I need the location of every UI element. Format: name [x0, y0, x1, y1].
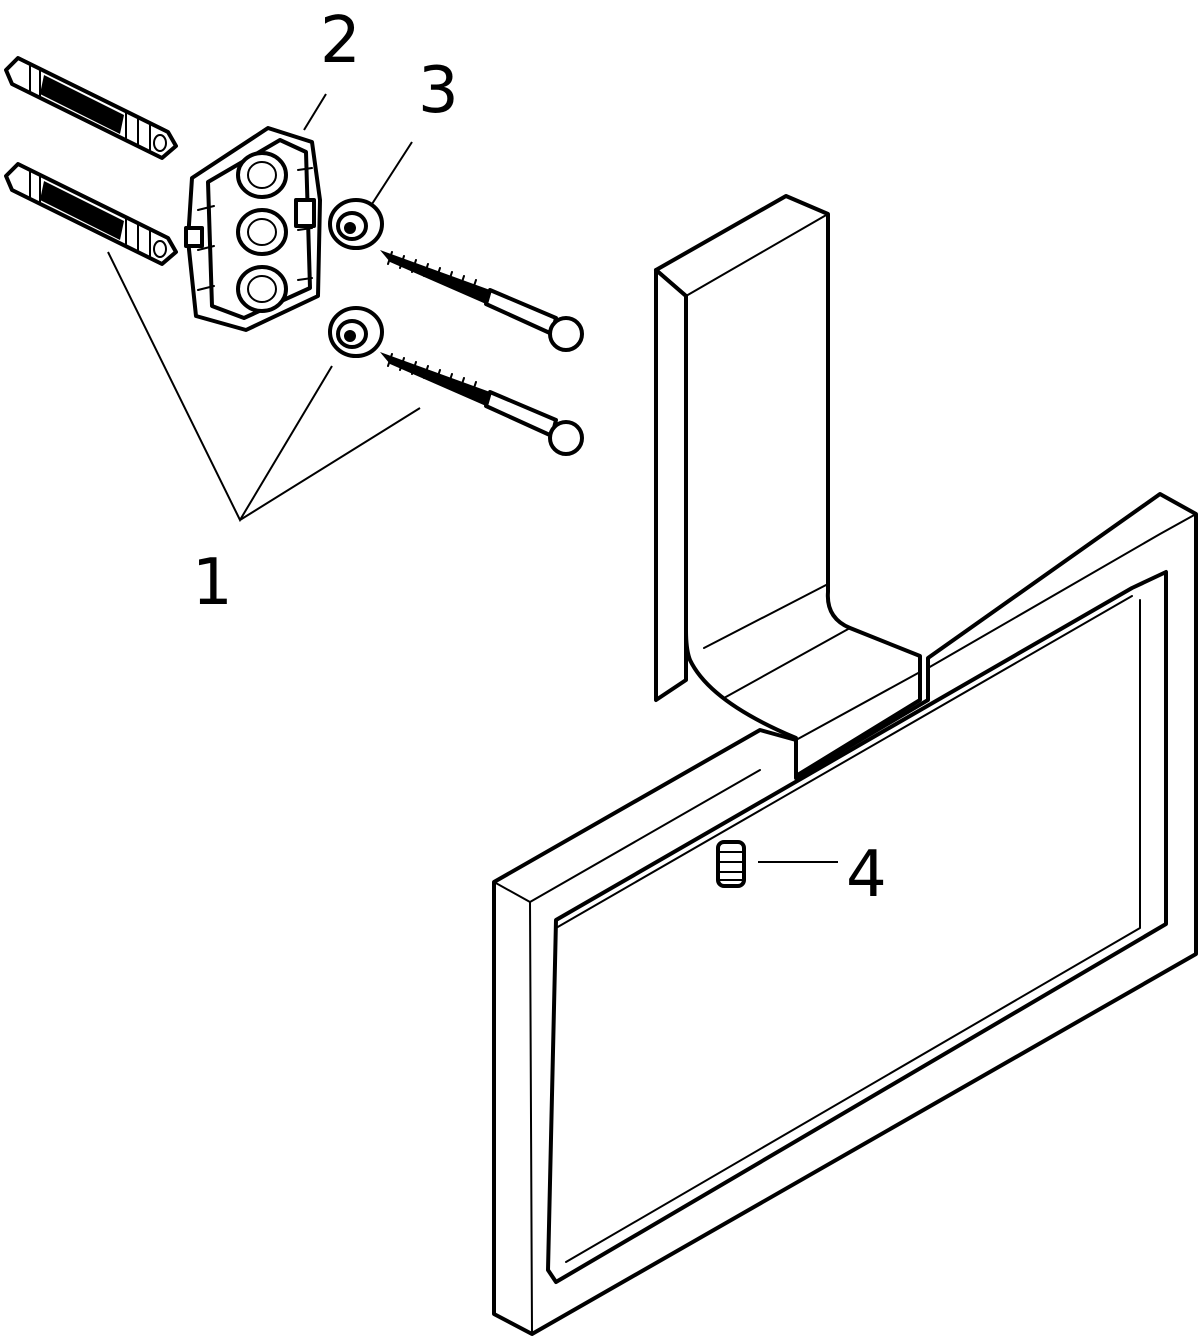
- callout-4: 4: [846, 838, 887, 912]
- callout-3: 3: [418, 54, 459, 128]
- washer-upper: [328, 198, 384, 250]
- grub-screw: [716, 840, 746, 888]
- washer-lower: [328, 306, 384, 358]
- mounting-plate: [184, 126, 322, 332]
- leader-lines: [107, 93, 838, 863]
- screw-upper: [380, 250, 584, 352]
- callout-1: 1: [192, 546, 233, 620]
- wall-anchor-lower: [4, 162, 178, 266]
- callout-2: 2: [320, 4, 361, 78]
- towel-ring: [492, 194, 1198, 1336]
- screw-lower: [380, 352, 584, 456]
- wall-anchor-upper: [4, 56, 178, 160]
